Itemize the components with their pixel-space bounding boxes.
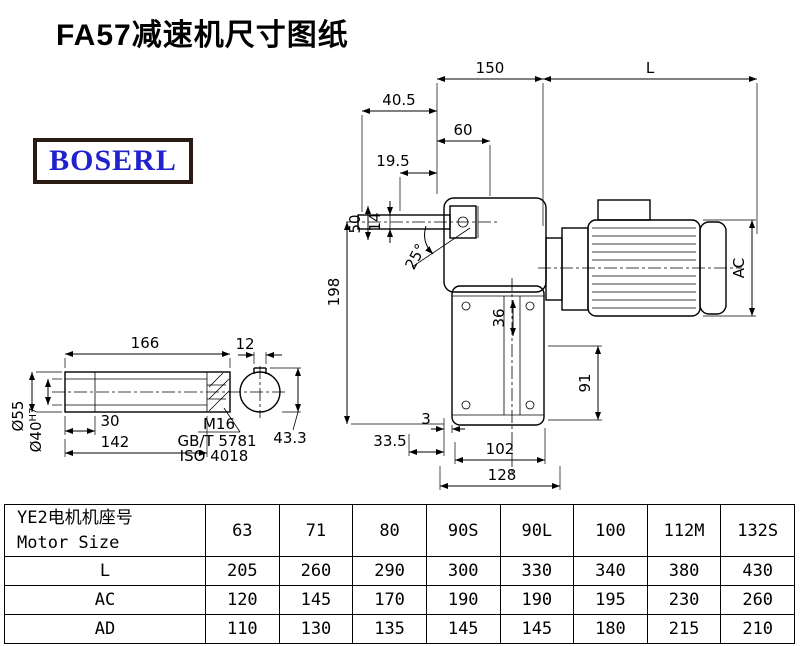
dim-3: 3 (421, 410, 431, 428)
dim-19-5: 19.5 (376, 152, 409, 170)
dim-value: 170 (352, 585, 427, 615)
dim-43-3: 43.3 (273, 429, 306, 447)
dim-value: 120 (205, 585, 280, 615)
output-flange-outline (451, 285, 545, 426)
dim-angle-25: 25° (401, 241, 429, 273)
dim-value: 380 (646, 556, 722, 586)
motor-flange (561, 227, 589, 311)
row-label: L (4, 556, 206, 586)
dim-150: 150 (476, 59, 505, 77)
dim-value: 300 (425, 556, 501, 586)
dim-value: 290 (352, 556, 427, 586)
table-row-ac: AC 120 145 170 190 190 195 230 260 (4, 585, 795, 615)
table-header-row: YE2电机机座号 Motor Size 63 71 80 90S 90L 100… (4, 504, 795, 557)
dimension-drawing: 150 L 40.5 60 19.5 14 50 25° 198 AC (9, 59, 758, 490)
page-title: FA57减速机尺寸图纸 (56, 19, 349, 52)
dim-phi55: Ø55 (9, 401, 27, 432)
dim-value: 340 (573, 556, 648, 586)
dim-40-5: 40.5 (382, 91, 415, 109)
motor-size-value: 132S (720, 504, 795, 557)
dim-phi40: Ø40H7 (27, 408, 45, 453)
dim-value: 190 (499, 585, 575, 615)
dim-phi40-sup: H7 (28, 408, 39, 422)
dim-value: 215 (646, 614, 722, 644)
dim-value: 205 (205, 556, 280, 586)
terminal-box (597, 199, 651, 221)
row-label: AD (4, 614, 206, 644)
dim-value: 145 (278, 585, 354, 615)
dim-128: 128 (488, 466, 517, 484)
bolt-hole (461, 301, 471, 311)
dim-142: 142 (101, 433, 130, 451)
motor-assembly (538, 199, 742, 317)
dim-iso-4018: ISO 4018 (180, 447, 249, 465)
dim-ac: AC (730, 258, 748, 278)
table-header-line2: Motor Size (17, 532, 120, 553)
dim-gbt-5781: GB/T 5781 (177, 432, 256, 450)
dim-value: 190 (425, 585, 501, 615)
motor-size-value: 100 (573, 504, 648, 557)
shaft-detail-dimensions: 166 30 142 Ø55 Ø40H7 M16 GB/T 5781 ISO 4… (9, 334, 257, 465)
motor-size-value: 80 (352, 504, 427, 557)
dim-102: 102 (486, 440, 515, 458)
dim-91: 91 (576, 373, 594, 392)
motor-size-value: 71 (278, 504, 354, 557)
motor-size-value: 63 (205, 504, 280, 557)
dim-value: 145 (499, 614, 575, 644)
dim-30: 30 (100, 412, 119, 430)
dim-value: 110 (205, 614, 280, 644)
dim-33-5: 33.5 (373, 432, 406, 450)
dim-166: 166 (131, 334, 160, 352)
row-label: AC (4, 585, 206, 615)
bolt-hole (525, 400, 535, 410)
dim-12: 12 (235, 335, 254, 353)
gearbox-housing (443, 197, 547, 293)
motor-size-value: 90L (499, 504, 575, 557)
boserl-logo: BOSERL (33, 138, 193, 184)
hollow-shaft-outline (64, 371, 231, 413)
table-header-line1: YE2电机机座号 (17, 507, 133, 528)
dim-36: 36 (490, 308, 508, 327)
dim-value: 130 (278, 614, 354, 644)
dim-value: 430 (720, 556, 795, 586)
dim-value: 230 (646, 585, 722, 615)
dim-value: 260 (278, 556, 354, 586)
motor-size-value: 90S (425, 504, 501, 557)
table-row-ad: AD 110 130 135 145 145 180 215 210 (4, 614, 795, 644)
boserl-logo-text: BOSERL (49, 144, 177, 177)
shaft-section-dimensions: 12 43.3 (235, 335, 306, 447)
dim-l: L (646, 59, 655, 77)
gear-housing-outline (443, 197, 547, 293)
motor-adapter (545, 237, 563, 301)
dim-60: 60 (453, 121, 472, 139)
dim-value: 210 (720, 614, 795, 644)
motor-size-table-grid: YE2电机机座号 Motor Size 63 71 80 90S 90L 100… (4, 504, 795, 644)
dim-value: 135 (352, 614, 427, 644)
dim-value: 145 (425, 614, 501, 644)
shaft-detail-view (52, 371, 288, 413)
motor-size-table: YE2电机机座号 Motor Size 63 71 80 90S 90L 100… (4, 504, 795, 644)
main-view-dimensions: 150 L 40.5 60 19.5 14 50 25° 198 AC (325, 59, 758, 490)
dim-phi40-value: Ø40 (27, 421, 45, 452)
dim-m16: M16 (203, 415, 235, 433)
dim-value: 260 (720, 585, 795, 615)
dim-value: 195 (573, 585, 648, 615)
table-row-l: L 205 260 290 300 330 340 380 430 (4, 556, 795, 586)
table-header-cell: YE2电机机座号 Motor Size (4, 504, 206, 557)
bolt-hole (525, 301, 535, 311)
shaft-section-view (239, 366, 281, 418)
bolt-hole (461, 400, 471, 410)
dim-50: 50 (346, 214, 364, 233)
dim-value: 180 (573, 614, 648, 644)
motor-size-value: 112M (646, 504, 722, 557)
dim-14: 14 (366, 212, 384, 231)
dim-198: 198 (325, 278, 343, 307)
dim-value: 330 (499, 556, 575, 586)
